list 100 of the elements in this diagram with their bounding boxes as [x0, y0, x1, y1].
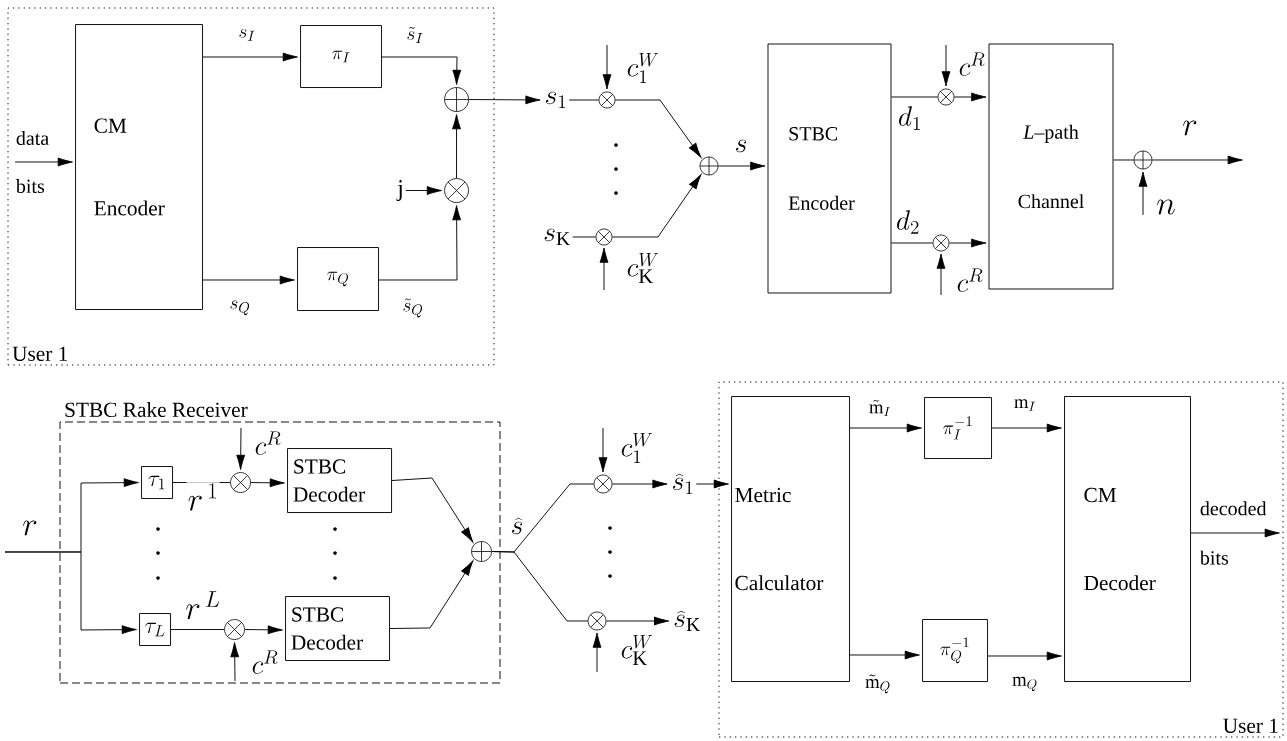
edge-label: $c_{\mathrm{K}}^W$ — [625, 251, 661, 285]
signal-line — [891, 242, 934, 244]
edge-label: $s$ — [733, 138, 749, 154]
multiplier-symbol — [224, 619, 245, 640]
edge-label: $c^R$ — [957, 51, 987, 77]
multiplier-symbol — [587, 611, 607, 631]
arrow — [941, 44, 951, 87]
edge-label: $\tilde{s}_Q$ — [401, 297, 425, 319]
edge-label: $d_2$ — [894, 209, 922, 235]
signal-label: $\widehat{s}_1$ — [673, 473, 693, 494]
signal-line — [1113, 159, 1135, 161]
block-box: $\pi_Q$ — [297, 247, 379, 311]
signal-line — [572, 236, 597, 238]
arrow — [452, 114, 461, 179]
arrow — [236, 427, 246, 470]
summing-junction — [444, 87, 469, 112]
arrow — [244, 625, 283, 635]
arrow — [605, 616, 670, 626]
arrow — [948, 238, 987, 248]
arrow — [202, 52, 298, 62]
block-box: STBC Decoder — [285, 596, 390, 661]
edge-label: data bits — [15, 130, 49, 193]
edge-label: $d_1$ — [896, 105, 924, 131]
edge-label: $\tilde{s}_I$ — [405, 25, 425, 45]
edge-label: $r$ — [1180, 119, 1200, 137]
edge-label: $\tilde{\mathrm{m}}_Q$ — [863, 673, 893, 695]
arrow — [611, 174, 702, 238]
summing-junction — [471, 541, 492, 562]
arrow — [391, 477, 474, 543]
arrow — [611, 479, 668, 489]
arrow — [987, 651, 1062, 661]
edge-label: $c_{\mathrm{K}}^W$ — [619, 633, 655, 667]
arrow — [717, 161, 766, 171]
block-box: STBC Encoder — [767, 43, 892, 294]
edge-label: decoded bits — [1199, 501, 1267, 565]
arrow — [936, 253, 946, 296]
edge-label: $s_I$ — [237, 27, 257, 43]
signal-label: j — [396, 180, 402, 201]
arrow — [250, 478, 285, 488]
arrow — [1151, 155, 1243, 165]
edge-label: $c_1^W$ — [619, 431, 655, 465]
edge-label: $r$ — [20, 519, 40, 537]
arrow — [614, 99, 702, 158]
edge-label: $r^{\,L}$ — [184, 589, 223, 621]
signal-line — [568, 99, 600, 101]
multiplier-symbol — [937, 88, 955, 106]
block-box: $\pi_I$ — [300, 25, 382, 88]
summing-junction — [699, 156, 719, 176]
edge-label: $n$ — [1155, 198, 1178, 216]
arrow — [1138, 171, 1148, 216]
multiplier-symbol — [595, 228, 613, 246]
block-box: L–path Channel — [988, 43, 1114, 290]
multiplier-symbol — [932, 234, 950, 252]
multiplier-symbol — [598, 91, 616, 109]
edge-label: $r^{\,1}$ — [186, 482, 220, 512]
arrow — [14, 157, 73, 167]
arrow — [849, 650, 920, 660]
multiplier-symbol — [230, 472, 251, 493]
summing-junction — [1133, 150, 1153, 170]
block-box: CM Decoder — [1064, 396, 1191, 682]
multiplier-symbol — [444, 178, 469, 203]
signal-label: $s_{\mathrm{K}}$ — [544, 228, 570, 245]
node-label: STBC Rake Receiver — [65, 401, 248, 417]
block-box: CM Encoder — [75, 24, 203, 310]
signal-line — [891, 96, 939, 98]
block-box: Metric Calculator — [731, 396, 850, 682]
arrow — [592, 632, 602, 673]
arrow — [381, 56, 462, 85]
signal-label: $s_1$ — [546, 91, 566, 108]
edge-label: $\mathrm{m}_I$ — [1012, 397, 1038, 413]
arrow — [389, 560, 474, 629]
arrow — [378, 205, 462, 281]
arrow — [468, 95, 541, 105]
block-box: $\tau_L$ — [139, 613, 171, 646]
arrow — [991, 423, 1062, 433]
edge-label: $c_1^W$ — [625, 51, 661, 85]
block-box: $\tau_1$ — [141, 466, 173, 499]
arrow — [405, 186, 442, 195]
edge-label: $c^R$ — [253, 430, 283, 456]
arrow — [598, 427, 608, 473]
edge-label: $c^R$ — [955, 267, 985, 293]
arrow — [599, 247, 609, 291]
block-box: $\pi_Q^{-1}$ — [922, 619, 988, 682]
arrow — [230, 642, 240, 682]
arrow — [953, 92, 987, 102]
multiplier-symbol — [593, 474, 613, 494]
arrow — [695, 479, 729, 489]
edge-label: $c^R$ — [250, 649, 280, 675]
arrow — [4, 551, 137, 635]
edge-label: $s_Q$ — [228, 299, 252, 317]
edge-label: $\widehat{s}$ — [509, 516, 525, 536]
arrow — [602, 44, 612, 90]
edge-label: $\tilde{\mathrm{m}}_I$ — [867, 398, 893, 418]
arrow — [849, 423, 922, 433]
block-box: $\pi_I^{-1}$ — [924, 397, 992, 459]
block-box: STBC Decoder — [287, 448, 392, 513]
signal-line — [170, 629, 225, 630]
signal-line — [491, 551, 589, 622]
arrow — [1190, 528, 1280, 538]
signal-label: $\widehat{s}_{\mathrm{K}}$ — [674, 610, 700, 631]
